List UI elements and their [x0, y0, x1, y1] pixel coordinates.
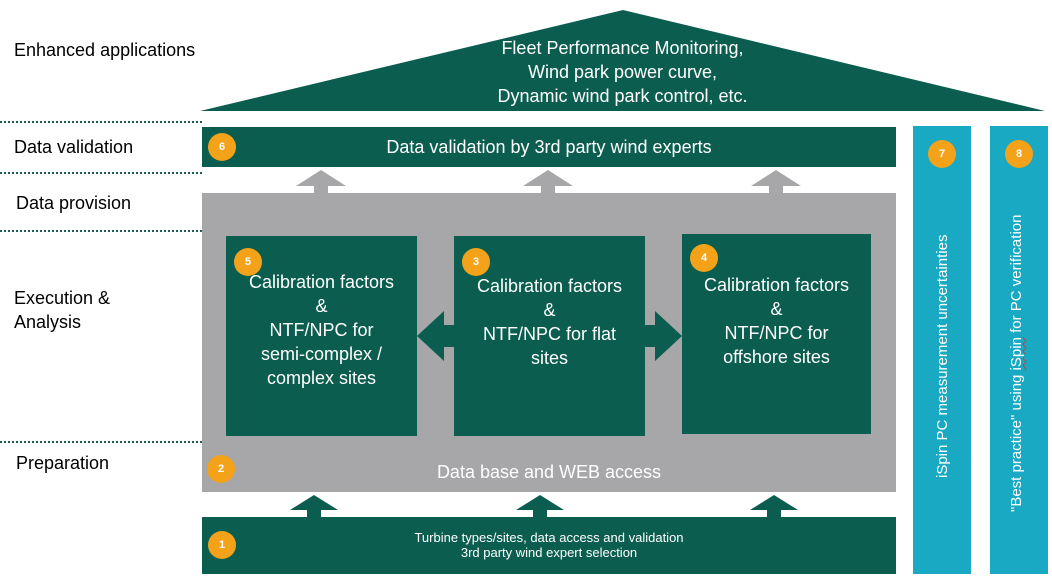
row-divider — [0, 172, 202, 174]
side-text-after: for PC verification — [1008, 214, 1025, 338]
label-data-validation: Data validation — [14, 137, 134, 157]
label-analysis: Analysis — [14, 312, 82, 332]
badge-8: 8 — [1005, 140, 1033, 168]
side-text-uncertainties: iSpin PC measurement uncertainties — [934, 234, 951, 478]
side-text-underlined: iSpin — [1008, 337, 1025, 371]
calibration-text-offshore: Calibration factors & NTF/NPC for offsho… — [703, 275, 850, 367]
preparation-text: Turbine types/sites, data access and val… — [202, 530, 896, 560]
row-divider — [0, 230, 202, 232]
row-divider — [0, 441, 202, 443]
label-enhanced-applications: Enhanced applications — [14, 40, 196, 60]
badge-3: 3 — [462, 248, 490, 276]
side-text-before: "Best practice" using — [1008, 370, 1025, 512]
badge-5: 5 — [234, 248, 262, 276]
preparation-line-1: Turbine types/sites, data access and val… — [414, 530, 684, 545]
roof-line-1: Fleet Performance Monitoring, — [501, 38, 744, 58]
validation-text: Data validation by 3rd party wind expert… — [386, 137, 712, 157]
calibration-box-flat: 3 Calibration factors & NTF/NPC for flat… — [454, 236, 645, 436]
badge-7: 7 — [928, 140, 956, 168]
label-data-provision: Data provision — [16, 193, 132, 213]
label-execution: Execution & — [14, 288, 111, 308]
label-preparation: Preparation — [16, 453, 110, 473]
calibration-box-offshore: 4 Calibration factors & NTF/NPC for offs… — [682, 234, 871, 434]
roof-line-2: Wind park power curve, — [527, 62, 718, 82]
calibration-text-flat: Calibration factors & NTF/NPC for flat s… — [476, 276, 623, 368]
row-divider — [0, 121, 202, 123]
calibration-box-complex: 5 Calibration factors & NTF/NPC for semi… — [226, 236, 417, 436]
roof-line-3: Dynamic wind park control, etc. — [497, 86, 748, 106]
badge-4: 4 — [690, 244, 718, 272]
badge-1: 1 — [208, 531, 236, 559]
side-bar-best-practice: 8 "Best practice" using iSpin for PC ver… — [990, 126, 1048, 574]
database-text: Data base and WEB access — [436, 462, 662, 482]
badge-2: 2 — [207, 455, 235, 483]
preparation-bar: 1 Turbine types/sites, data access and v… — [202, 517, 896, 574]
preparation-line-2: 3rd party wind expert selection — [460, 545, 638, 560]
badge-6: 6 — [208, 133, 236, 161]
roof-text: Fleet Performance Monitoring, Wind park … — [200, 36, 1045, 108]
side-bar-uncertainties: 7 iSpin PC measurement uncertainties — [913, 126, 971, 574]
validation-bar: 6 Data validation by 3rd party wind expe… — [202, 127, 896, 167]
side-text-best-practice: "Best practice" using iSpin for PC verif… — [1008, 215, 1025, 512]
calibration-text-complex: Calibration factors & NTF/NPC for semi-c… — [248, 272, 395, 388]
